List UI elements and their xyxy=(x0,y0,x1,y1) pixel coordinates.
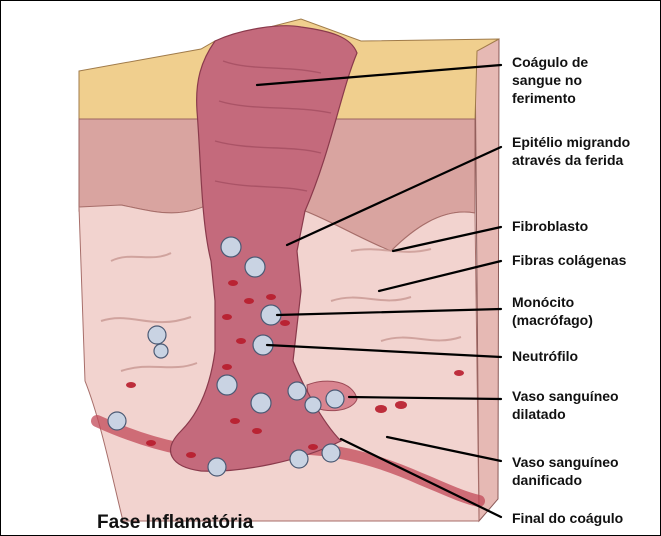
label-vaso-dilatado-line-2: dilatado xyxy=(512,405,619,423)
label-coagulo: Coágulo de sangue no ferimento xyxy=(512,53,588,107)
label-vaso-danificado: Vaso sanguíneo danificado xyxy=(512,453,619,489)
label-epitelio-line-1: Epitélio migrando xyxy=(512,133,630,151)
label-final-coagulo: Final do coágulo xyxy=(512,509,623,527)
label-vaso-danificado-line-1: Vaso sanguíneo xyxy=(512,453,619,471)
label-fibras: Fibras colágenas xyxy=(512,251,626,269)
label-fibroblasto: Fibroblasto xyxy=(512,217,588,235)
label-final-coagulo-line-1: Final do coágulo xyxy=(512,509,623,527)
label-vaso-dilatado: Vaso sanguíneo dilatado xyxy=(512,387,619,423)
label-epitelio-line-2: através da ferida xyxy=(512,151,630,169)
label-monocito-line-1: Monócito xyxy=(512,293,593,311)
label-neutrofilo: Neutrófilo xyxy=(512,347,578,365)
label-vaso-dilatado-line-1: Vaso sanguíneo xyxy=(512,387,619,405)
figure-caption: Fase Inflamatória xyxy=(97,512,253,534)
label-fibras-line-1: Fibras colágenas xyxy=(512,251,626,269)
label-vaso-danificado-line-2: danificado xyxy=(512,471,619,489)
label-coagulo-line-1: Coágulo de xyxy=(512,53,588,71)
label-epitelio: Epitélio migrando através da ferida xyxy=(512,133,630,169)
label-coagulo-line-2: sangue no xyxy=(512,71,588,89)
label-monocito-line-2: (macrófago) xyxy=(512,311,593,329)
label-coagulo-line-3: ferimento xyxy=(512,89,588,107)
label-monocito: Monócito (macrófago) xyxy=(512,293,593,329)
label-fibroblasto-line-1: Fibroblasto xyxy=(512,217,588,235)
skin-block-side xyxy=(475,39,499,521)
label-neutrofilo-line-1: Neutrófilo xyxy=(512,347,578,365)
